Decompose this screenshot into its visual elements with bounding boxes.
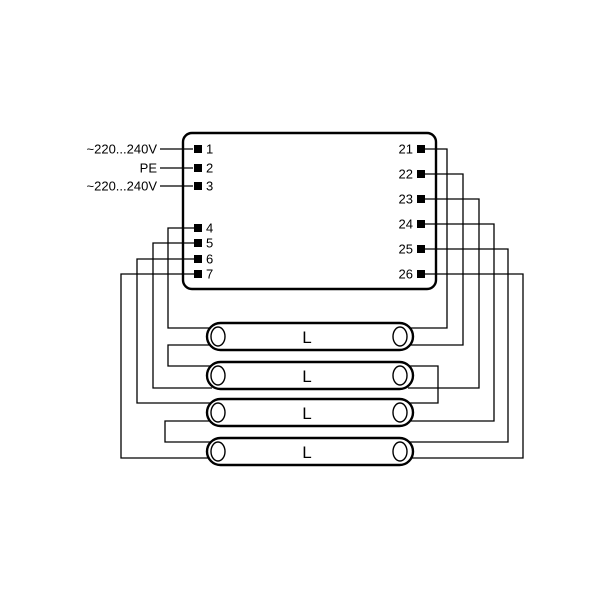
terminal-24-label: 24 <box>399 217 413 232</box>
bridge-left-lamp3-lamp4 <box>164 420 212 443</box>
lamp-2-right-cathode <box>392 365 408 386</box>
lamp-2-left-cathode <box>210 365 226 386</box>
terminal-24-block <box>417 220 425 228</box>
lamp-4: L <box>205 436 415 467</box>
wire-terminal-7 <box>120 273 212 459</box>
terminal-1-block <box>194 145 202 153</box>
lamp-2-label: L <box>302 367 311 386</box>
terminal-4-block <box>194 224 202 232</box>
terminal-4-label: 4 <box>206 221 213 236</box>
terminal-5-block <box>194 239 202 247</box>
terminal-7-block <box>194 270 202 278</box>
wire-terminal-22 <box>408 173 464 346</box>
ballast-housing <box>181 131 438 291</box>
wire-terminal-21 <box>408 148 448 329</box>
terminal-7-label: 7 <box>206 267 213 282</box>
lamp-4-label: L <box>302 443 311 462</box>
terminal-21-block <box>417 145 425 153</box>
lamp-1-tube <box>205 321 415 352</box>
terminal-26-label: 26 <box>399 267 413 282</box>
terminal-23-block <box>417 195 425 203</box>
terminal-5-label: 5 <box>206 236 213 251</box>
wire-terminal-25 <box>408 248 509 443</box>
lamp-1-right-cathode <box>392 326 408 347</box>
lamp-4-right-cathode <box>392 441 408 462</box>
supply-label-l1: ~220...240V <box>87 142 158 157</box>
bridge-right-lamp2-lamp3 <box>408 365 439 404</box>
bridge-left-lamp1-lamp2 <box>167 344 212 367</box>
terminal-2-block <box>194 164 202 172</box>
terminal-25-label: 25 <box>399 242 413 257</box>
wire-terminal-23 <box>408 198 480 389</box>
wire-terminal-5 <box>152 242 212 389</box>
wire-terminal-6 <box>136 258 212 404</box>
lamp-1-left-cathode <box>210 326 226 347</box>
lamp-3-tube <box>205 397 415 428</box>
terminal-1-label: 1 <box>206 142 213 157</box>
lamp-2-tube <box>205 360 415 391</box>
lamp-4-tube <box>205 436 415 467</box>
lamp-1: L <box>205 321 415 352</box>
lamp-3-right-cathode <box>392 402 408 423</box>
terminal-2-label: 2 <box>206 161 213 176</box>
lamp-3-label: L <box>302 404 311 423</box>
terminal-6-label: 6 <box>206 252 213 267</box>
wire-terminal-4 <box>167 227 212 329</box>
terminal-25-block <box>417 245 425 253</box>
wire-terminal-24 <box>408 223 495 422</box>
terminal-26-block <box>417 270 425 278</box>
terminal-22-label: 22 <box>399 167 413 182</box>
terminal-22-block <box>417 170 425 178</box>
lamp-4-left-cathode <box>210 441 226 462</box>
terminal-23-label: 23 <box>399 192 413 207</box>
terminal-6-block <box>194 255 202 263</box>
lamp-3: L <box>205 397 415 428</box>
lamp-1-label: L <box>302 328 311 347</box>
supply-label-pe: PE <box>140 161 158 176</box>
terminal-21-label: 21 <box>399 142 413 157</box>
supply-label-l2: ~220...240V <box>87 179 158 194</box>
lamp-3-left-cathode <box>210 402 226 423</box>
terminal-3-block <box>194 182 202 190</box>
wire-terminal-26 <box>408 273 524 459</box>
terminal-3-label: 3 <box>206 179 213 194</box>
lamp-2: L <box>205 360 415 391</box>
